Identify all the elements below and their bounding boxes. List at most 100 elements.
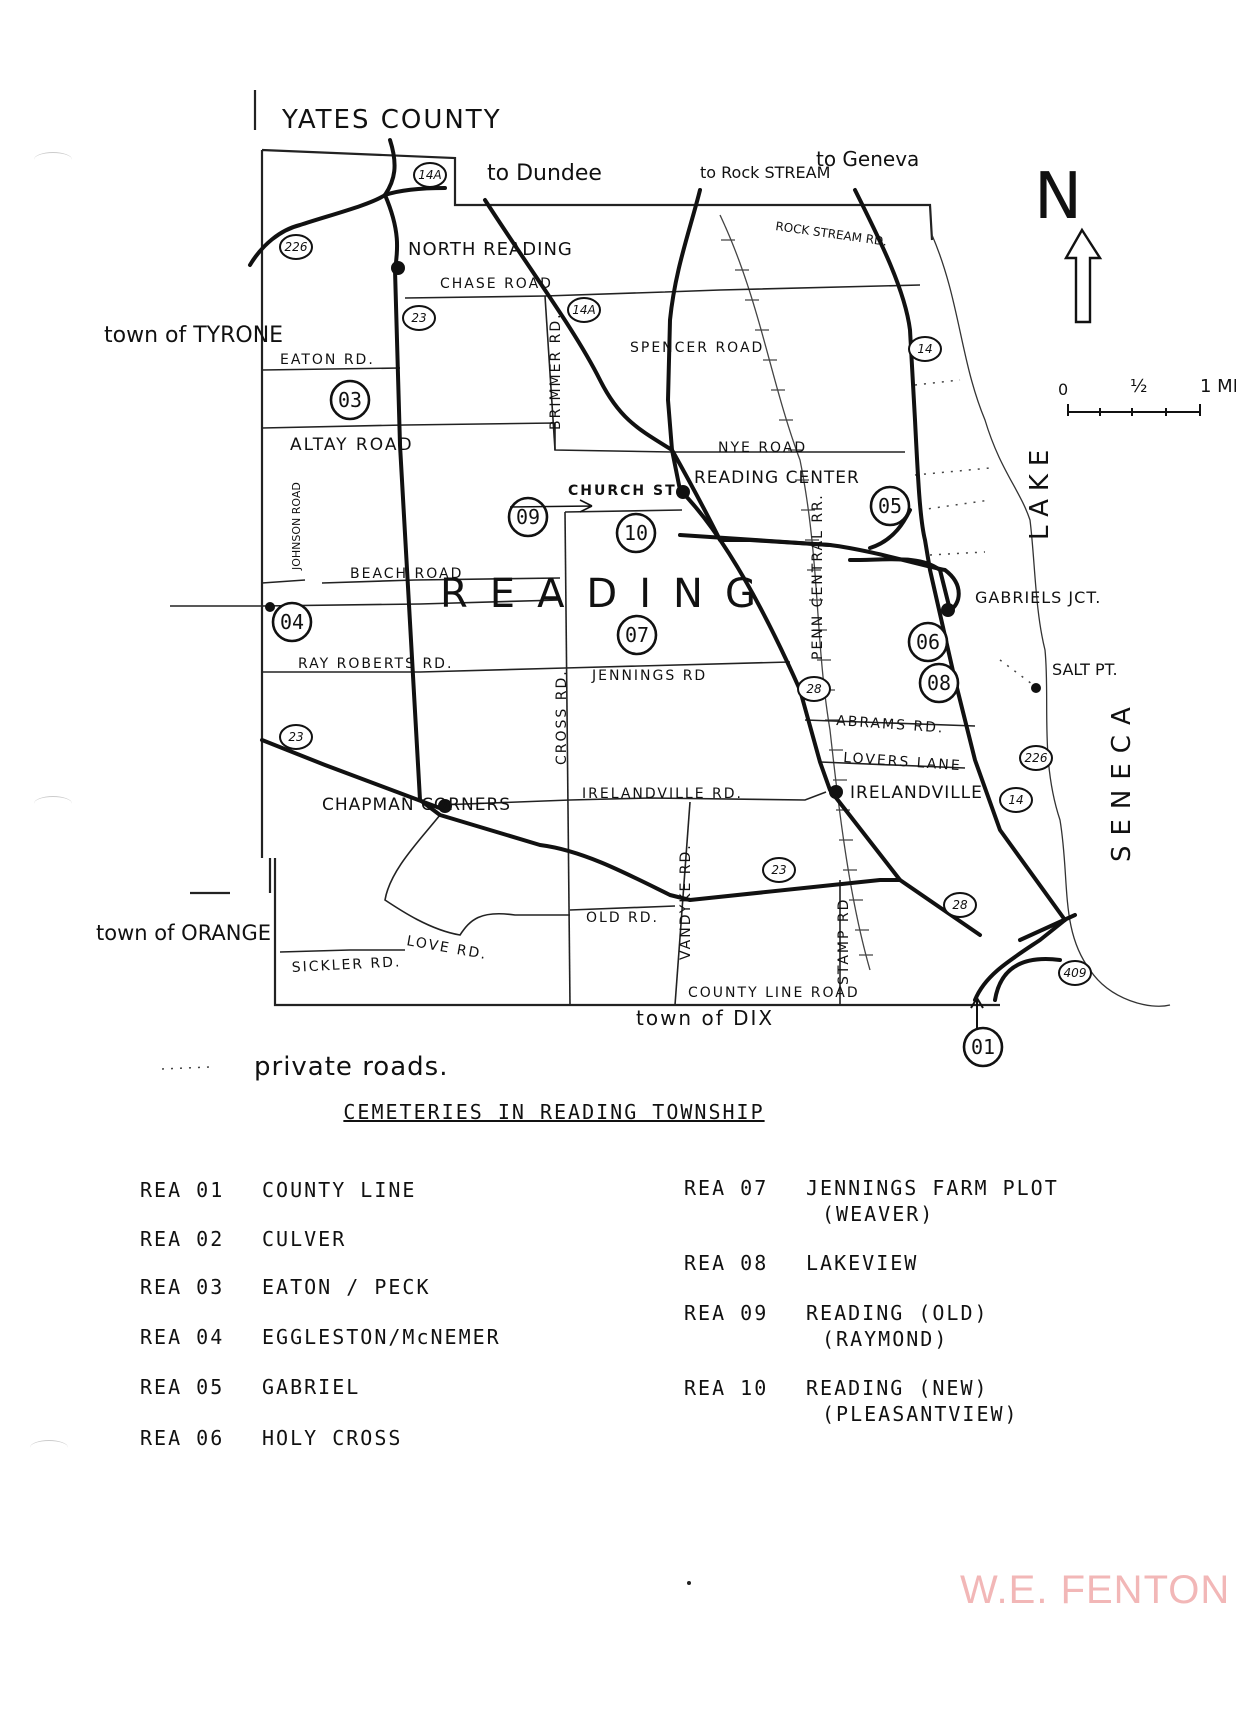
route-number: 23	[288, 730, 303, 744]
cemetery-number: 10	[624, 521, 648, 545]
irelandville-node	[829, 785, 843, 799]
legend-code: REA 06	[140, 1426, 225, 1450]
cemetery-marker-05: 05	[869, 485, 911, 527]
label-lovers-lane: LOVERS LANE	[843, 750, 962, 774]
legend-name: CULVER	[262, 1227, 347, 1251]
legend-code: REA 07	[684, 1176, 769, 1200]
legend-entry: REA 07 JENNINGS FARM PLOT(WEAVER)	[684, 1175, 1059, 1227]
label-stamp-rd: STAMP RD	[836, 898, 852, 985]
label-vandyke-rd: VANDYKE RD.	[678, 843, 694, 960]
label-irelandville-rd: IRELANDVILLE RD.	[582, 786, 743, 802]
label-brimmer-rd: BRIMMER RD.	[548, 312, 564, 430]
legend-entry: REA 06 HOLY CROSS	[140, 1426, 402, 1450]
route-shield: 28	[797, 676, 831, 702]
punch-hole-mark	[30, 1440, 68, 1455]
legend-entry: REA 05 GABRIEL	[140, 1375, 360, 1399]
church-st-arrow	[509, 499, 593, 513]
local-roads	[170, 284, 976, 1006]
label-altay-road: ALTAY ROAD	[290, 435, 414, 455]
legend-code: REA 01	[140, 1178, 225, 1202]
label-chapman-corners: CHAPMAN CORNERS	[322, 795, 511, 815]
label-chase-road: CHASE ROAD	[440, 276, 553, 292]
route-shield: 409	[1058, 960, 1092, 986]
route-shield: 14	[908, 336, 942, 362]
township-border	[260, 148, 1000, 1007]
cemetery-number: 03	[338, 388, 362, 412]
route-number: 23	[771, 863, 786, 877]
route-shield: 14A	[567, 297, 601, 323]
route-number: 14A	[572, 303, 595, 317]
legend-name: COUNTY LINE	[262, 1178, 417, 1202]
route-shield: 23	[762, 857, 796, 883]
cemetery-marker-09: 09	[507, 496, 549, 538]
label-ray-roberts-rd: RAY ROBERTS RD.	[298, 656, 453, 672]
route-number: 28	[952, 898, 968, 912]
label-sickler-rd: SICKLER RD.	[291, 954, 401, 976]
route-number: 28	[806, 682, 822, 696]
north-reading-node	[391, 261, 405, 275]
label-to-rock-stream: to Rock STREAM	[700, 163, 830, 182]
legend-sub: (RAYMOND)	[822, 1327, 949, 1351]
label-reading-center: READING CENTER	[694, 468, 860, 488]
route-number: 226	[1025, 751, 1048, 765]
private-roads-note: private roads.	[254, 1052, 448, 1082]
stray-dot	[687, 1581, 691, 1585]
chapman-corners-node	[438, 799, 452, 813]
north-arrow: N	[1034, 160, 1103, 324]
private-road	[914, 379, 1041, 691]
legend-code: REA 08	[684, 1251, 769, 1275]
legend-sub: (PLEASANTVIEW)	[822, 1402, 1019, 1426]
label-yates-county: YATES COUNTY	[281, 105, 502, 135]
cemetery-number: 01	[971, 1035, 995, 1059]
cemetery-number: 04	[280, 610, 304, 634]
reading-township-map: N 0 ½ 1 MI YATES COUNTY to Dundee to Roc…	[96, 90, 1236, 1082]
label-town-of-orange: town of ORANGE	[96, 921, 271, 945]
label-church-st: CHURCH ST	[568, 483, 677, 499]
route-number: 14	[1008, 793, 1023, 807]
legend-entry: REA 01 COUNTY LINE	[140, 1178, 416, 1202]
label-love-rd: LOVE RD.	[405, 933, 488, 963]
label-town-of-tyrone: town of TYRONE	[104, 323, 283, 348]
label-abrams-rd: ABRAMS RD.	[836, 713, 945, 737]
legend-code: REA 09	[684, 1301, 769, 1325]
scale-one: 1 MI	[1200, 376, 1236, 397]
punch-hole-mark	[34, 796, 72, 811]
route-number: 226	[285, 240, 308, 254]
gabriels-jct-node	[941, 603, 955, 617]
scale-half: ½	[1130, 376, 1147, 397]
legend-name: EGGLESTON/McNEMER	[262, 1325, 501, 1349]
label-county-line-road: COUNTY LINE ROAD	[688, 985, 860, 1001]
road-labels: CHASE ROAD SPENCER ROAD EATON RD. ALTAY …	[280, 276, 962, 1001]
label-to-geneva: to Geneva	[816, 147, 919, 171]
place-labels: YATES COUNTY to Dundee to Rock STREAM to…	[96, 105, 1137, 1030]
route-shield: 28	[943, 892, 977, 918]
label-north-reading: NORTH READING	[408, 239, 573, 260]
label-cross-rd: CROSS RD.	[554, 669, 570, 765]
legend-name: HOLY CROSS	[262, 1426, 403, 1450]
route-shield: 14A	[413, 162, 447, 188]
legend-sub: (WEAVER)	[822, 1202, 935, 1226]
legend-code: REA 05	[140, 1375, 225, 1399]
legend-name: JENNINGS FARM PLOT	[806, 1176, 1059, 1200]
label-reading: READING	[440, 571, 778, 617]
label-salt-pt: SALT PT.	[1052, 660, 1118, 679]
cemetery-number: 07	[625, 623, 649, 647]
punch-hole-mark	[34, 152, 72, 167]
cemetery-number: 08	[927, 671, 951, 695]
route-shield: 14	[999, 787, 1033, 813]
route-number: 409	[1064, 966, 1087, 980]
north-letter: N	[1034, 160, 1082, 234]
label-gabriels-jct: GABRIELS JCT.	[975, 588, 1101, 607]
legend-name: GABRIEL	[262, 1375, 361, 1399]
label-beach-road: BEACH ROAD	[350, 566, 463, 582]
scale-zero: 0	[1058, 380, 1068, 399]
cemetery-marker-01: 01	[962, 1026, 1004, 1068]
legend-code: REA 03	[140, 1275, 225, 1299]
reading-center-node	[676, 485, 690, 499]
label-lake: LAKE	[1025, 442, 1055, 540]
route-shield: 23	[402, 305, 436, 331]
